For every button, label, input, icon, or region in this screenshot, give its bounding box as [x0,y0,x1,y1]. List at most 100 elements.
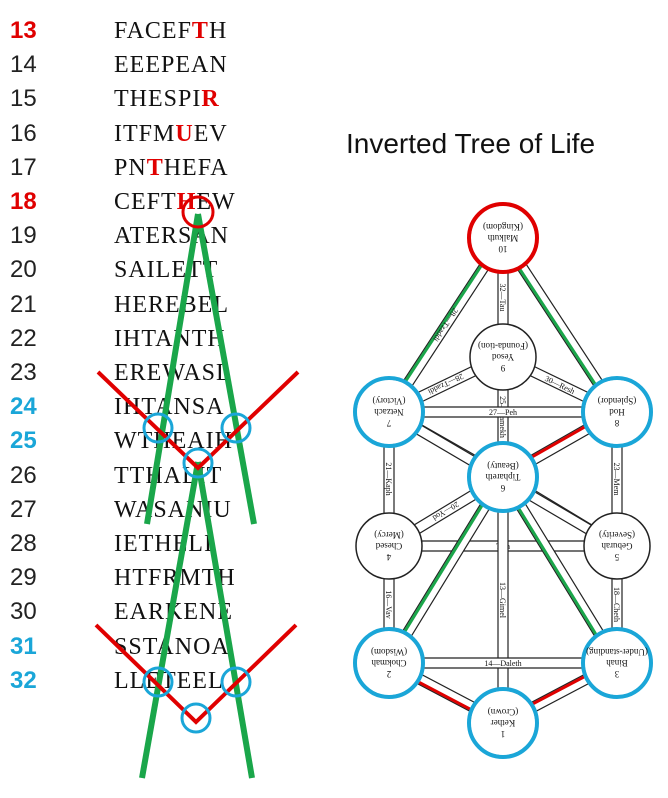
highlighted-letter: T [146,154,164,181]
green-line [144,213,201,525]
row-number: 25 [10,427,37,455]
row-number: 21 [10,290,37,318]
letters-before: SAILETT [114,257,219,284]
row-letters: IETHELI [114,527,213,561]
node-number: 8 [614,418,619,428]
node-subtitle: (Founda-tion) [478,341,528,351]
row-number: 32 [10,666,37,694]
blue-circle [220,666,252,698]
node-ring [581,376,653,448]
highlighted-letter: R [201,86,220,113]
path-label: 16—Vav [384,590,393,618]
letters-after: EW [196,189,236,215]
node-name: Kether [491,718,516,728]
row-letters: SSTANOA [114,630,230,664]
row-number: 24 [10,393,37,421]
node-subtitle: (Severity) [599,530,635,540]
letters-before: ATERSAN [114,223,230,250]
node-ring [467,687,539,759]
row-letters: THESPIR [114,82,220,116]
node-subtitle: (Kingdom) [483,222,523,232]
row-number: 19 [10,222,37,250]
path-label: 20—Yod [431,500,460,523]
row-letters: IHTANTH [114,322,226,356]
node-circle [355,512,423,580]
node-ring [353,376,425,448]
letters-after: H [208,18,228,44]
path-label: 27—Peh [489,408,517,417]
row-letters: WASANIU [114,493,232,527]
highlighted-letter: U [175,120,194,147]
node-subtitle: (Crown) [488,707,519,717]
node-subtitle: (Mercy) [374,530,403,540]
blue-circle [220,412,252,444]
node-number: 7 [386,418,391,428]
letters-after: HEFA [163,154,229,181]
path-label: 21—Kaph [384,462,393,495]
blue-circle [142,412,174,444]
node-name: Yesod [491,352,514,362]
red-v-line [96,370,300,471]
green-line [139,461,201,779]
path-label: 18—Cheth [612,587,621,622]
node-ring [467,202,539,274]
letters-before: IHTANTH [114,325,226,352]
row-letters: FACEFTH [114,14,227,48]
node-ring [353,627,425,699]
red-v-line [94,623,298,725]
letters-before: WASANIU [114,496,232,523]
node-subtitle: (Victory) [373,396,406,406]
row-number: 15 [10,85,37,113]
node-name: Geburah [601,541,632,551]
node-name: Hod [609,407,625,417]
node-subtitle: (Splendor) [598,396,637,406]
letters-before: IETHELI [114,531,213,557]
green-line [195,461,255,779]
node-number: 3 [614,669,619,679]
letters-after: EV [193,120,228,147]
blue-circle [180,702,212,734]
row-number: 16 [10,119,37,147]
diagram-title: Inverted Tree of Life [346,128,596,159]
node-number: 4 [386,552,391,562]
row-letters: ITFMUEV [114,117,228,151]
row-number: 29 [10,564,37,592]
path-label: 28—Tzaddi [431,306,460,344]
letters-before: PN [114,154,147,181]
node-number: 5 [614,552,619,562]
green-line [195,213,257,525]
node-subtitle: (Beauty) [487,461,519,471]
node-number: 6 [500,483,505,493]
row-number: 17 [10,153,37,181]
red-circle [181,195,215,229]
highlighted-letter: T [191,18,209,44]
grid-row: 16 ITFMUEV [0,117,300,151]
row-letters: SAILETT [114,253,218,287]
node-name: Chesed [375,541,402,551]
row-letters: HEREBEL [114,288,229,322]
letters-before: EEEPEAN [114,52,228,79]
letters-before: SSTANOA [114,633,230,660]
row-letters: ATERSAN [114,219,229,253]
node-circle [583,512,651,580]
grid-row: 15 THESPIR [0,82,300,116]
